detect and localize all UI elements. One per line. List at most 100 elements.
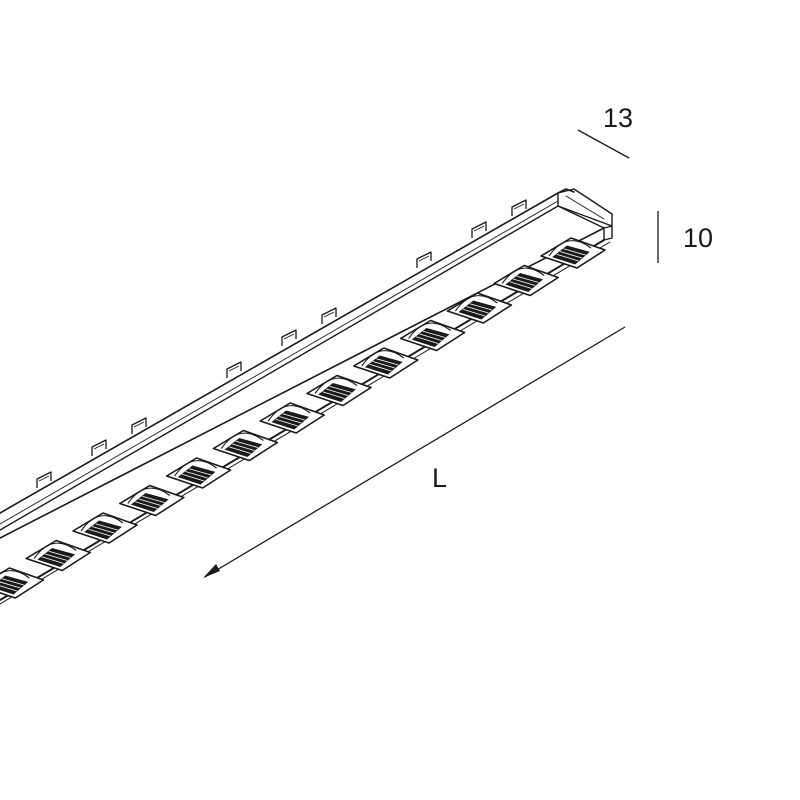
mounting-clip — [511, 199, 527, 216]
reflector-arc — [454, 295, 498, 312]
facet-highlight — [329, 385, 352, 393]
facet-highlight — [513, 278, 536, 286]
housing-end-cap — [557, 188, 613, 241]
clip-tab — [36, 471, 52, 488]
facet-highlight — [556, 253, 579, 262]
facet-highlight — [469, 303, 493, 311]
facet-highlight — [135, 501, 158, 509]
clip-slot — [283, 333, 295, 340]
mounting-clip — [471, 221, 487, 238]
reflector-arc — [0, 570, 30, 579]
facet-highlight — [91, 526, 115, 534]
facet-highlight — [466, 306, 489, 314]
facet-highlight — [279, 416, 302, 424]
facet-highlight — [415, 336, 439, 344]
facet-highlight — [275, 418, 298, 427]
reflector-arc — [501, 267, 545, 284]
lens-cell — [540, 237, 606, 269]
facet-highlight — [0, 581, 21, 589]
facet-highlight — [142, 495, 165, 503]
facet-highlight — [181, 473, 205, 482]
facet-highlight — [41, 556, 64, 564]
lens-cell — [212, 429, 279, 462]
reflector-arc — [361, 350, 405, 367]
clip-tab — [511, 199, 527, 216]
clip-slot — [133, 421, 145, 428]
length-dimension: L — [203, 326, 626, 578]
clip-slot — [38, 475, 50, 482]
mounting-clip — [281, 329, 297, 346]
clip-tab — [471, 221, 487, 238]
width-dimension: 13 — [577, 103, 633, 159]
facet-highlight — [559, 251, 583, 259]
clip-tab — [131, 417, 147, 434]
width-dimension-label: 13 — [603, 103, 633, 133]
end-cap-edge — [603, 225, 613, 229]
mounting-clip — [226, 361, 242, 378]
length-dimension-label: L — [432, 463, 447, 493]
facet-highlight — [376, 358, 399, 366]
clip-tab — [416, 251, 432, 268]
clip-tab — [321, 307, 337, 324]
lens-cells — [0, 237, 606, 599]
facet-highlight — [95, 523, 118, 531]
lens-cell — [399, 319, 466, 352]
facet-highlight — [563, 248, 586, 256]
mounting-clip — [36, 471, 52, 488]
end-cap-detail — [565, 195, 605, 220]
lens-cell — [352, 347, 419, 379]
lens-cell — [259, 402, 326, 434]
mounting-clips — [36, 199, 527, 488]
facet-highlight — [422, 330, 446, 338]
facet-highlight — [185, 471, 208, 479]
facet-highlight — [0, 585, 18, 592]
luminaire-body — [0, 188, 613, 605]
housing-top-back-edge — [0, 188, 575, 514]
clip-slot — [513, 203, 525, 210]
reflector-arc — [408, 322, 451, 339]
height-dimension: 10 — [657, 211, 713, 263]
facet-highlight — [322, 391, 345, 399]
facet-highlight — [45, 553, 68, 561]
lens-cell — [0, 567, 45, 599]
reflector-arc — [80, 515, 124, 532]
facet-highlight — [235, 440, 259, 448]
facet-highlight — [509, 281, 532, 289]
lens-cell — [25, 539, 91, 572]
clip-tab — [91, 439, 107, 456]
reflector-arc — [548, 240, 592, 257]
housing-top-inner-edge — [0, 200, 559, 525]
facet-highlight — [369, 363, 392, 372]
clip-slot — [473, 225, 485, 232]
reflector-arc — [314, 377, 358, 394]
lens-cell — [72, 512, 138, 544]
clip-tab — [281, 329, 297, 346]
facet-highlight — [232, 443, 255, 451]
clip-slot — [418, 255, 430, 262]
facet-highlight — [48, 550, 71, 558]
width-dimension-line — [577, 129, 630, 159]
reflector-arc — [127, 487, 171, 504]
clip-slot — [228, 365, 240, 372]
mounting-clip — [416, 251, 432, 268]
reflector-arc — [267, 405, 311, 422]
facet-highlight — [516, 275, 539, 283]
facet-highlight — [88, 528, 111, 537]
facet-highlight — [282, 413, 305, 421]
lens-cell — [446, 292, 513, 324]
facet-highlight — [419, 333, 442, 341]
clip-tab — [226, 361, 242, 378]
facet-highlight — [325, 388, 349, 396]
lens-cell — [493, 264, 560, 297]
length-arrowhead-icon — [203, 564, 220, 578]
length-dimension-line — [204, 326, 626, 578]
clip-slot — [323, 311, 335, 318]
facet-highlight — [372, 361, 395, 369]
facet-highlight — [138, 498, 161, 506]
clip-slot — [93, 443, 105, 450]
lens-cell — [119, 484, 185, 517]
mounting-clip — [91, 439, 107, 456]
height-dimension-label: 10 — [683, 223, 713, 253]
housing-top-front-edge — [0, 205, 613, 531]
